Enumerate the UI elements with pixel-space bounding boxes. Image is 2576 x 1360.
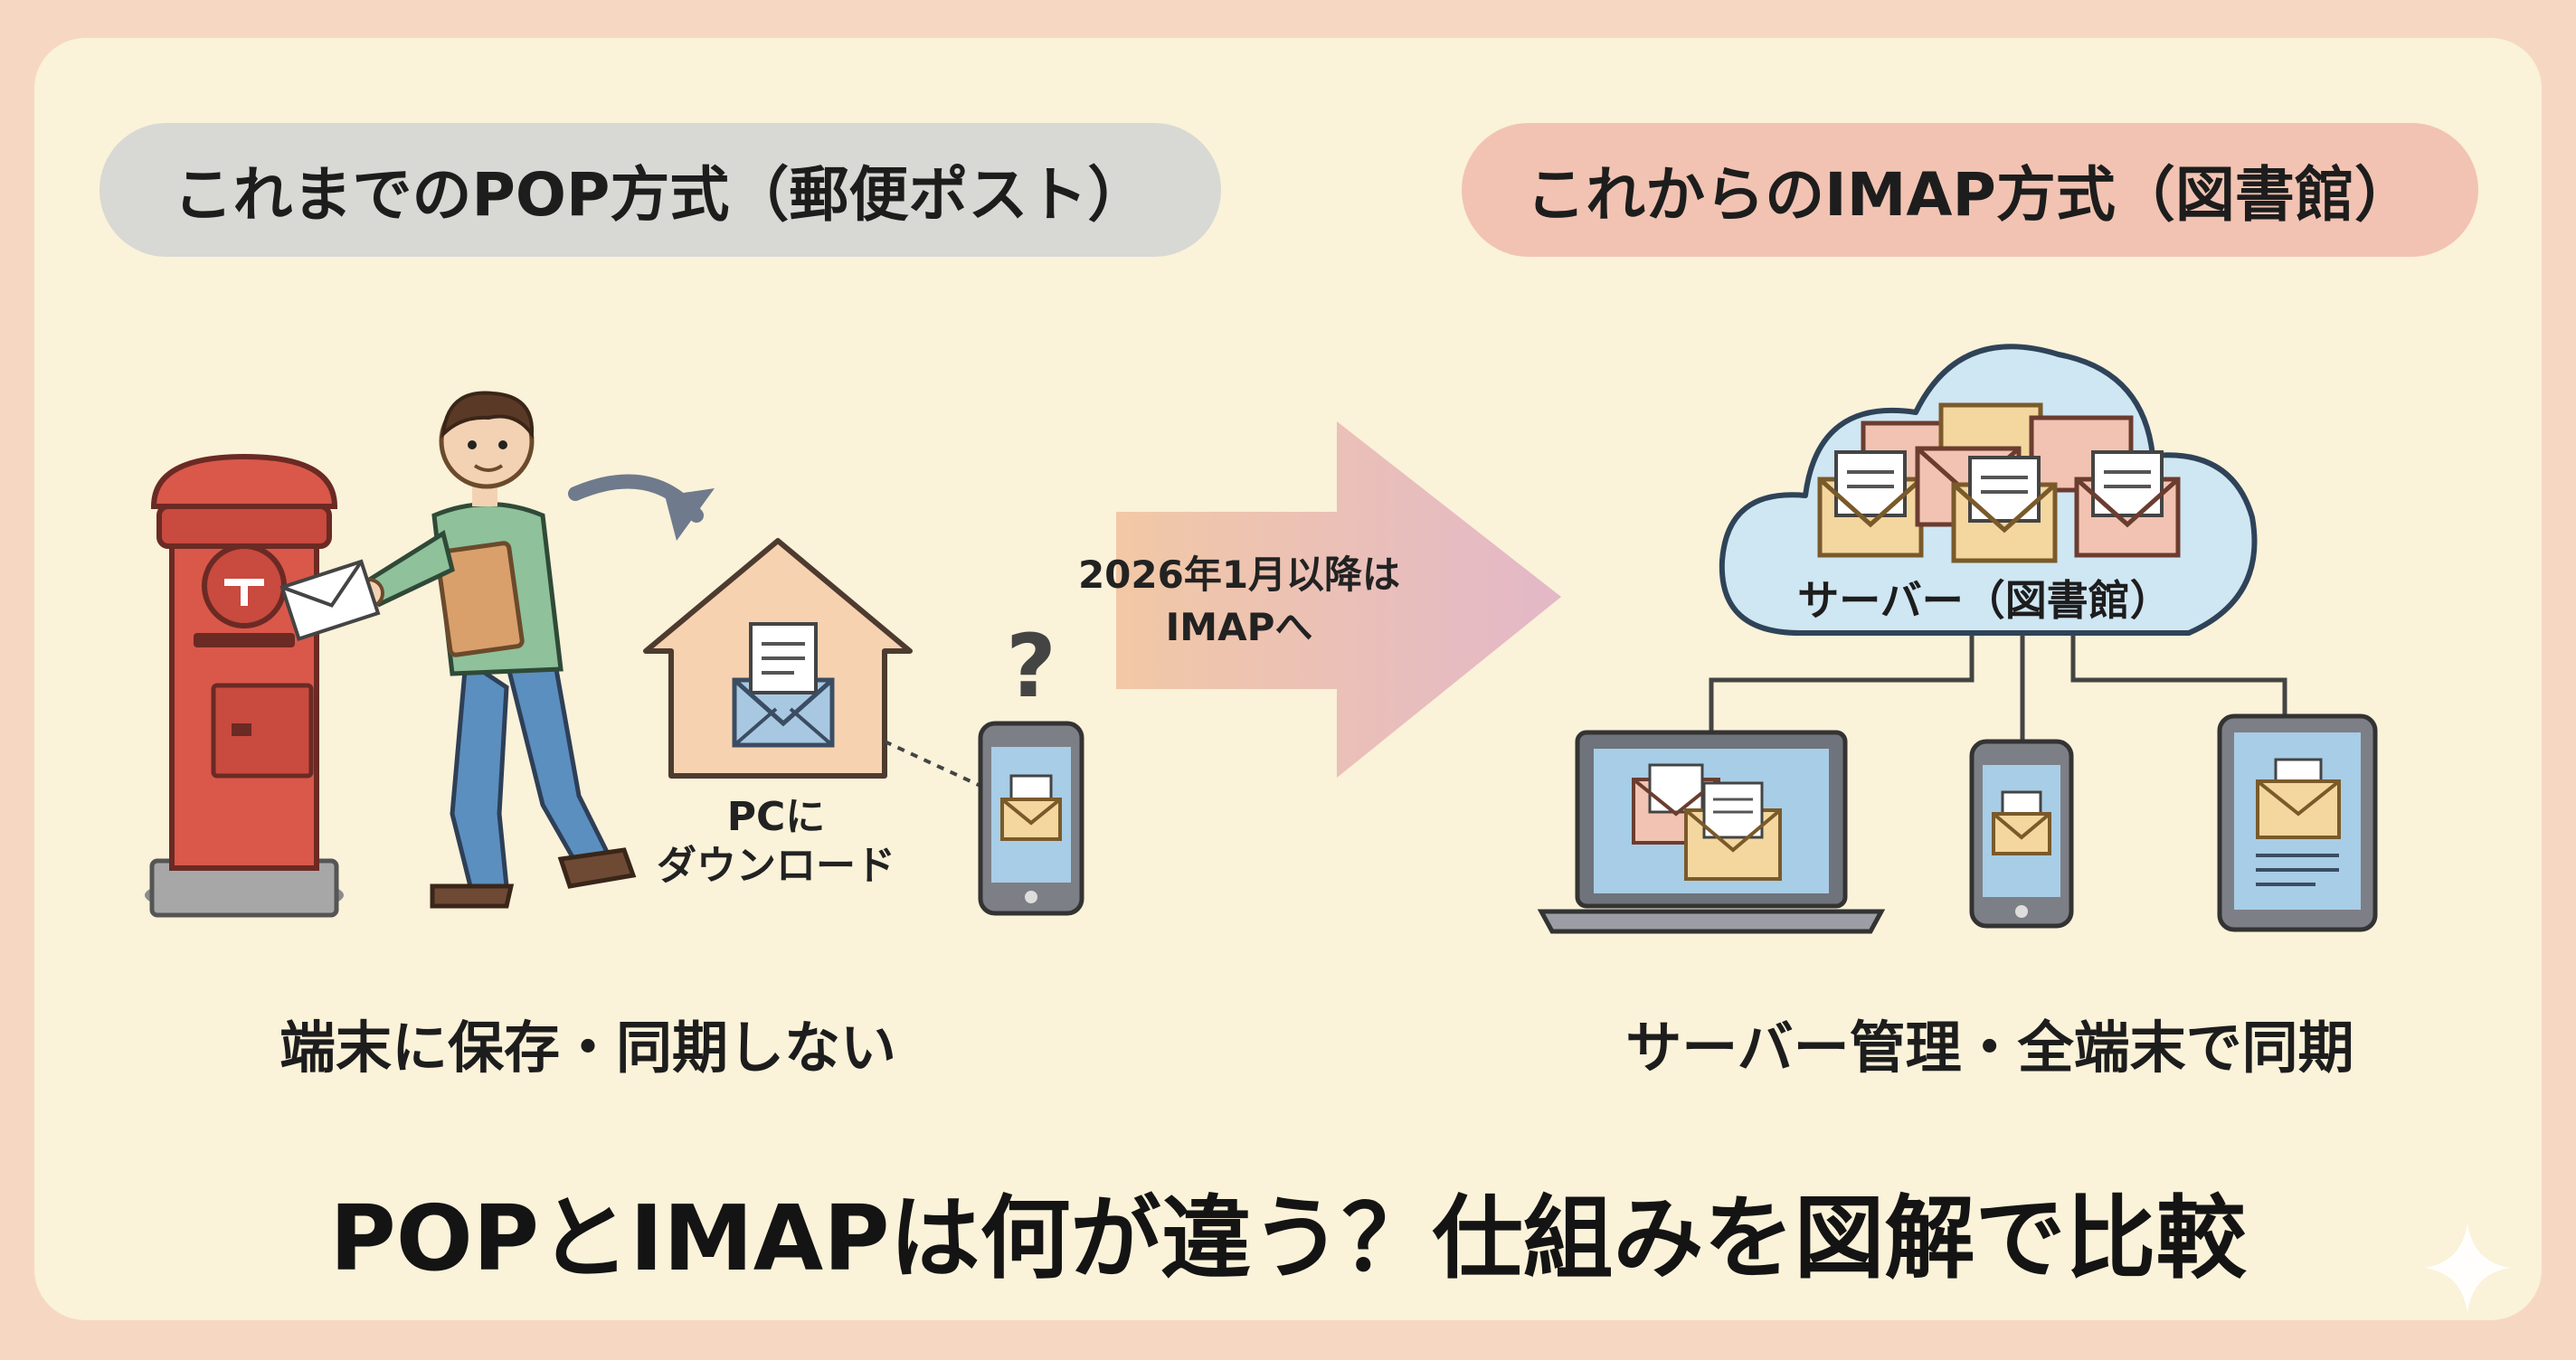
download-arrow-icon xyxy=(568,474,715,541)
imap-header: これからのIMAP方式（図書館） xyxy=(1462,123,2478,257)
main-title: POPとIMAPは何が違う？仕組みを図解で比較 xyxy=(329,1185,2247,1291)
imap-caption: サーバー管理・全端末で同期 xyxy=(1625,1015,2354,1081)
question-mark: ? xyxy=(1006,616,1056,717)
laptop-icon xyxy=(1537,730,1886,934)
network-lines xyxy=(1709,635,2287,741)
smartphone-icon xyxy=(1969,739,2074,929)
pop-header: これまでのPOP方式（郵便ポスト） xyxy=(99,123,1221,257)
postbox-icon xyxy=(145,453,344,918)
imap-header-text: これからのIMAP方式（図書館） xyxy=(1526,160,2414,230)
smartphone-icon xyxy=(978,721,1084,916)
house-icon xyxy=(643,538,913,779)
sparkle-icon xyxy=(2424,1223,2511,1313)
server-label: サーバー（図書館） xyxy=(1797,576,2172,625)
sync-dotted-line xyxy=(884,740,983,789)
transition-line2: IMAPへ xyxy=(1166,605,1313,649)
person-icon xyxy=(279,391,637,909)
pc-label-line1: PCに xyxy=(727,794,826,840)
cloud-server-icon xyxy=(1719,344,2258,636)
pop-caption: 端末に保存・同期しない xyxy=(279,1015,896,1081)
pc-label-line2: ダウンロード xyxy=(657,843,895,889)
tablet-icon xyxy=(2217,713,2378,932)
pop-header-text: これまでのPOP方式（郵便ポスト） xyxy=(173,160,1148,230)
transition-arrow xyxy=(1116,421,1561,778)
transition-line1: 2026年1月以降は xyxy=(1078,552,1400,597)
